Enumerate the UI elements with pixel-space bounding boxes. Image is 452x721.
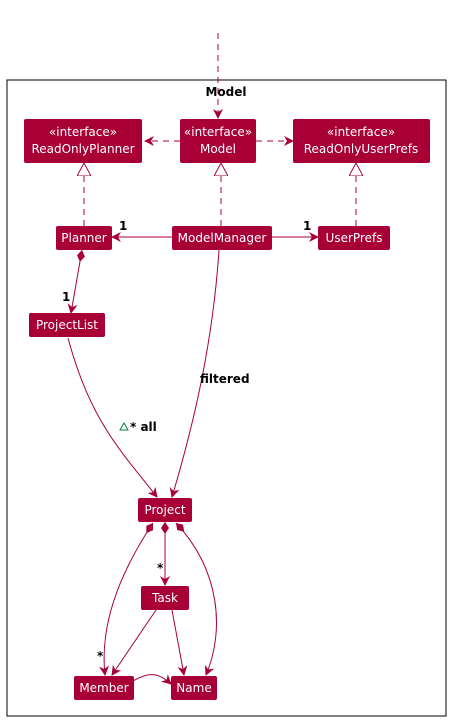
all-multiplicity: * all: [130, 420, 157, 434]
task-multiplicity: *: [157, 561, 164, 575]
projectlist-multiplicity: 1: [62, 290, 70, 304]
svg-text:ModelManager: ModelManager: [178, 231, 267, 245]
svg-text:UserPrefs: UserPrefs: [326, 231, 383, 245]
svg-text:«interface»: «interface»: [327, 125, 395, 139]
project-to-member-arrow: [99, 522, 154, 676]
task-to-name-arrow: [171, 609, 188, 676]
modelmanager-to-project-arrow: [169, 249, 220, 498]
planner-class[interactable]: Planner: [56, 226, 112, 250]
readonlyplanner-class[interactable]: «interface» ReadOnlyPlanner: [24, 119, 142, 163]
svg-text:ReadOnlyPlanner: ReadOnlyPlanner: [31, 142, 134, 156]
planner-to-projectlist-arrow: [67, 249, 85, 314]
readonlyuserprefs-class[interactable]: «interface» ReadOnlyUserPrefs: [293, 119, 430, 163]
userprefs-multiplicity: 1: [303, 219, 311, 233]
svg-text:Project: Project: [144, 503, 185, 517]
modelmanager-class[interactable]: ModelManager: [172, 226, 272, 250]
member-to-name-arrow: [132, 674, 172, 685]
svg-text:«interface»: «interface»: [184, 125, 252, 139]
task-class[interactable]: Task: [141, 586, 189, 610]
svg-text:Planner: Planner: [61, 231, 107, 245]
svg-text:Member: Member: [79, 681, 128, 695]
filtered-label: filtered: [200, 372, 250, 386]
projectlist-to-project-arrow: [67, 337, 158, 498]
visibility-triangle-icon: [119, 421, 129, 431]
planner-multiplicity: 1: [119, 219, 127, 233]
svg-text:«interface»: «interface»: [49, 125, 117, 139]
userprefs-class[interactable]: UserPrefs: [318, 226, 390, 250]
project-to-name-arrow: [175, 522, 217, 676]
package-title: Model: [205, 85, 246, 99]
svg-text:ReadOnlyUserPrefs: ReadOnlyUserPrefs: [304, 142, 419, 156]
member-multiplicity: *: [97, 649, 104, 663]
svg-text:ProjectList: ProjectList: [36, 318, 98, 332]
name-class[interactable]: Name: [171, 676, 217, 700]
member-class[interactable]: Member: [74, 676, 134, 700]
projectlist-class[interactable]: ProjectList: [29, 313, 105, 337]
model-interface-class[interactable]: «interface» Model: [180, 119, 256, 163]
project-class[interactable]: Project: [138, 498, 192, 522]
svg-text:Model: Model: [200, 142, 236, 156]
svg-text:Name: Name: [176, 681, 211, 695]
svg-text:Task: Task: [151, 591, 178, 605]
model-package: Model: [6, 79, 447, 717]
task-to-member-arrow: [111, 609, 157, 676]
